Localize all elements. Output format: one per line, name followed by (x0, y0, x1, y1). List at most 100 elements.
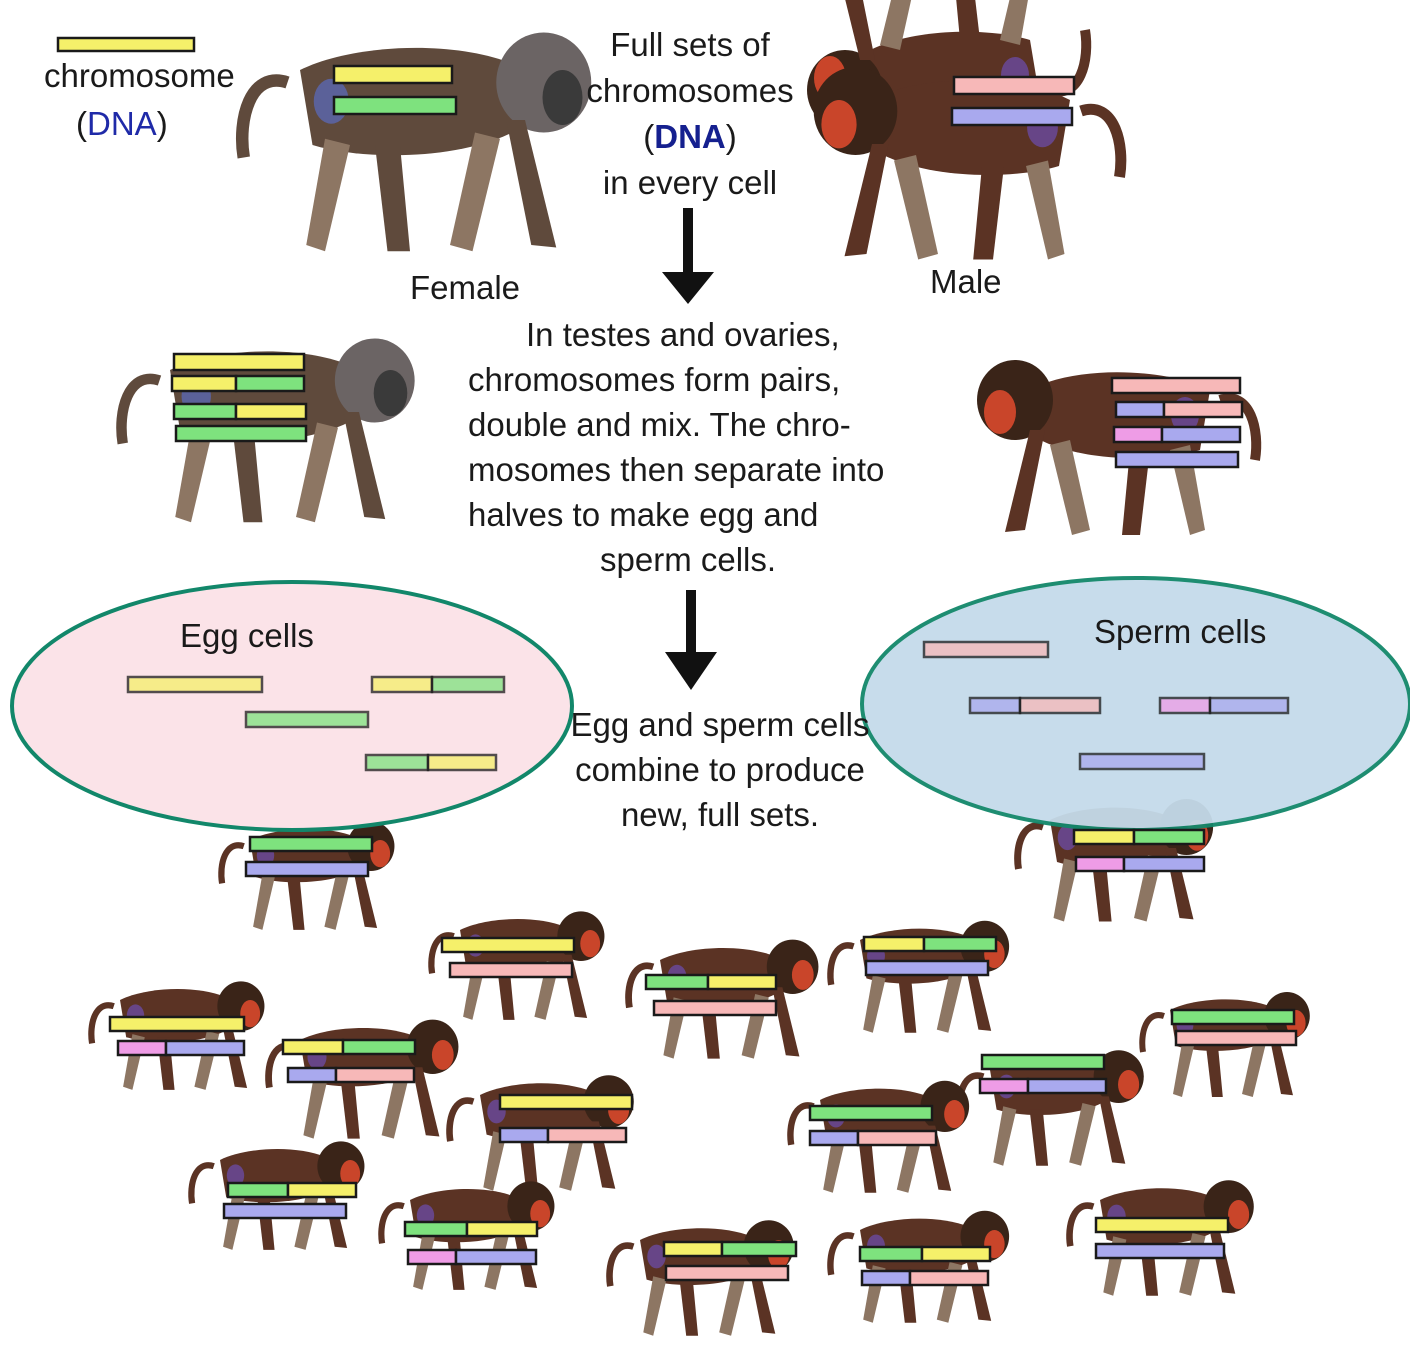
chromosome-segment (288, 1068, 336, 1082)
top-text-line4: in every cell (560, 160, 820, 206)
chromosome-segment (236, 404, 306, 419)
chromosome-segment (1112, 378, 1240, 393)
chromosome-segment (246, 862, 368, 876)
chromosome-segment (866, 961, 988, 975)
sperm-cells-label: Sperm cells (1094, 612, 1266, 652)
male-label: Male (930, 262, 1002, 302)
chromosome-segment (924, 937, 996, 951)
chromosome-segment (1116, 402, 1164, 417)
chromosome-segment (166, 1041, 244, 1055)
chromosome-segment (500, 1128, 548, 1142)
chromosome-segment (336, 1068, 414, 1082)
legend-chromosome-label: chromosome (44, 56, 235, 96)
top-text-block: Full sets of chromosomes (DNA) in every … (560, 22, 820, 206)
chromosome-segment (1096, 1218, 1228, 1232)
legend-dna-close: ) (157, 105, 168, 142)
chromosome-segment (910, 1271, 988, 1285)
top-text-line2: chromosomes (560, 68, 820, 114)
baboon-icon (1069, 1180, 1253, 1296)
chromosome-segment (1114, 427, 1162, 442)
chromosome-segment (172, 376, 236, 391)
baboon-icon (830, 1211, 1009, 1323)
chromosome-segment (58, 38, 194, 51)
arrow-down-icon (665, 590, 717, 690)
chromosome-segment (442, 938, 574, 952)
bottom-text-line3: new, full sets. (540, 792, 900, 837)
chromosome-segment (922, 1247, 990, 1261)
top-dna-open: ( (643, 118, 654, 155)
chromosome-segment (646, 975, 708, 989)
chromosome-segment (343, 1040, 415, 1054)
chromosome-segment (1028, 1079, 1106, 1093)
chromosome-segment (500, 1095, 632, 1109)
chromosome-segment (334, 66, 452, 83)
middle-text-line5: halves to make egg and (468, 492, 884, 537)
baboon-icon (814, 67, 1121, 260)
chromosome-segment (283, 1040, 343, 1054)
chromosome-segment (548, 1128, 626, 1142)
chromosome-segment (432, 677, 504, 692)
top-text-line1: Full sets of (560, 22, 820, 68)
legend-dna-open: ( (76, 105, 87, 142)
chromosome-segment (666, 1266, 788, 1280)
chromosome-segment (228, 1183, 288, 1197)
chromosome-segment (1164, 402, 1242, 417)
chromosome-segment (1080, 754, 1204, 769)
chromosome-segment (1116, 452, 1238, 467)
chromosome-segment (1160, 698, 1210, 713)
chromosome-segment (236, 376, 304, 391)
chromosome-segment (1020, 698, 1100, 713)
chromosome-segment (970, 698, 1020, 713)
chromosome-segment (1124, 857, 1204, 871)
top-text-line3: (DNA) (560, 114, 820, 160)
chromosome-segment (450, 963, 572, 977)
top-dna-word: DNA (654, 118, 726, 155)
chromosome-segment (456, 1250, 536, 1264)
chromosome-segment (810, 1131, 858, 1145)
legend-dna-word: DNA (87, 105, 157, 142)
egg-cells-label: Egg cells (180, 616, 314, 656)
chromosome-segment (250, 837, 372, 851)
chromosome-segment (860, 1247, 922, 1261)
chromosome-segment (128, 677, 262, 692)
chromosome-segment (174, 354, 304, 370)
chromosome-segment (1210, 698, 1288, 713)
chromosome-segment (924, 642, 1048, 657)
chromosome-segment (118, 1041, 166, 1055)
chromosome-segment (174, 404, 236, 419)
female-label: Female (410, 268, 520, 308)
top-dna-close: ) (726, 118, 737, 155)
bottom-text-line1: Egg and sperm cells (540, 702, 900, 747)
middle-text-line6: sperm cells. (468, 537, 884, 582)
chromosome-segment (405, 1222, 467, 1236)
chromosome-segment (1074, 830, 1134, 844)
chromosome-segment (1162, 427, 1240, 442)
chromosome-segment (654, 1001, 776, 1015)
chromosome-segment (428, 755, 496, 770)
bottom-text-block: Egg and sperm cells combine to produce n… (540, 702, 900, 837)
chromosome-segment (1076, 857, 1124, 871)
baboon-icon (91, 981, 264, 1090)
chromosome-segment (110, 1017, 244, 1031)
chromosome-segment (810, 1106, 932, 1120)
middle-text-line1: In testes and ovaries, (468, 312, 884, 357)
middle-text-line3: double and mix. The chro- (468, 402, 884, 447)
chromosome-segment (1176, 1031, 1296, 1045)
chromosome-segment (408, 1250, 456, 1264)
legend-dna-label: (DNA) (76, 104, 168, 144)
chromosome-segment (862, 1271, 910, 1285)
middle-text-line2: chromosomes form pairs, (468, 357, 884, 402)
chromosome-segment (246, 712, 368, 727)
chromosome-segment (708, 975, 776, 989)
chromosome-segment (224, 1204, 346, 1218)
bottom-text-line2: combine to produce (540, 747, 900, 792)
chromosome-segment (288, 1183, 356, 1197)
chromosome-segment (1172, 1010, 1294, 1024)
chromosome-segment (467, 1222, 537, 1236)
chromosome-segment (664, 1242, 722, 1256)
chromosome-segment (176, 426, 306, 441)
chromosome-segment (366, 755, 428, 770)
chromosome-segment (982, 1055, 1104, 1069)
arrow-down-icon (662, 208, 714, 304)
chromosome-segment (864, 937, 924, 951)
